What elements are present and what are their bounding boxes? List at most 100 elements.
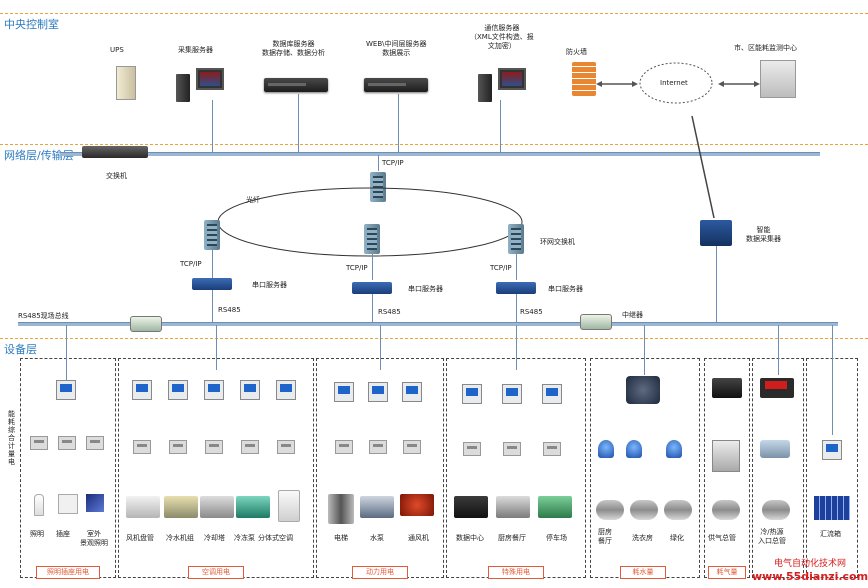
data-center-icon — [454, 496, 488, 518]
item-label: 冷冻泵 — [234, 534, 255, 542]
building-servers-icon — [760, 60, 796, 98]
power-meter-icon — [132, 380, 152, 400]
pipe-icon — [630, 500, 658, 520]
power-meter-icon — [502, 384, 522, 404]
rack-server-icon — [264, 78, 328, 92]
item-label: 洗衣房 — [632, 534, 653, 542]
internet-cloud-icon — [639, 62, 713, 104]
cooling-tower-icon — [200, 496, 234, 518]
link-line — [832, 325, 833, 435]
breaker-icon — [335, 440, 353, 454]
power-meter-icon — [822, 440, 842, 460]
item-label: 冷却塔 — [204, 534, 225, 542]
rack-server-icon — [364, 78, 428, 92]
rs485-bus — [18, 322, 838, 326]
monitor-icon — [498, 68, 526, 90]
monitor-icon — [196, 68, 224, 90]
tcpip-label-2: TCP/IP — [346, 264, 368, 272]
firewall-icon — [572, 62, 596, 96]
ring-switch-icon — [508, 224, 524, 254]
power-meter-icon — [542, 384, 562, 404]
serial-server-icon — [352, 282, 392, 294]
pipe-icon — [712, 500, 740, 520]
gas-controller-icon — [712, 378, 742, 398]
watermark-cn: 电气自动化技术网 — [774, 559, 847, 569]
serial-label-3: 串口服务器 — [548, 285, 583, 293]
bus-drop — [298, 94, 299, 152]
power-meter-icon — [204, 380, 224, 400]
link-line — [716, 246, 717, 322]
parking-icon — [538, 496, 572, 518]
layer-central-label: 中央控制室 — [4, 18, 59, 31]
water-pump-icon — [360, 496, 394, 518]
item-label: 汇流箱 — [820, 530, 841, 538]
breaker-icon — [86, 436, 104, 450]
floodlight-icon — [86, 494, 104, 512]
item-label: 厨房餐厅 — [498, 534, 526, 542]
category-tag-hvac: 空调用电 — [188, 566, 244, 579]
layer-device-label: 设备层 — [4, 343, 37, 356]
link-line — [212, 290, 213, 324]
breaker-icon — [241, 440, 259, 454]
item-label: 电梯 — [334, 534, 348, 542]
link-line — [66, 325, 67, 380]
breaker-icon — [503, 442, 521, 456]
bus-drop — [500, 100, 501, 152]
link-arrows — [596, 81, 760, 87]
link-line — [644, 325, 645, 375]
fiber-label: 光纤 — [246, 196, 260, 204]
ups-label: UPS — [110, 46, 124, 54]
ring-switch-label: 环网交换机 — [540, 238, 575, 246]
item-label: 数据中心 — [456, 534, 484, 542]
category-tag-water: 耗水量 — [620, 566, 666, 579]
bus-drop — [378, 155, 379, 171]
item-label: 冷水机组 — [166, 534, 194, 542]
power-meter-icon — [240, 380, 260, 400]
heat-display-icon — [765, 381, 787, 389]
serial-server-icon — [192, 278, 232, 290]
pipe-icon — [762, 500, 790, 520]
breaker-icon — [205, 440, 223, 454]
bus-drop — [398, 94, 399, 152]
serial-label-2: 串口服务器 — [408, 285, 443, 293]
serial-label-1: 串口服务器 — [252, 281, 287, 289]
fan-coil-icon — [126, 496, 160, 518]
link-line — [372, 294, 373, 324]
city-center-label: 市、区能耗监测中心 — [734, 44, 797, 52]
ventilation-fan-icon — [400, 494, 434, 516]
repeater-icon — [130, 316, 162, 332]
power-meter-icon — [168, 380, 188, 400]
firewall-label: 防火墙 — [566, 48, 587, 56]
water-meter-icon — [666, 440, 682, 458]
ring-switch-icon — [204, 220, 220, 250]
category-tag-gas: 耗气量 — [708, 566, 746, 579]
ethernet-bus — [60, 152, 820, 156]
tcpip-top-label: TCP/IP — [382, 159, 404, 167]
item-label: 通风机 — [408, 534, 429, 542]
pipe-icon — [596, 500, 624, 520]
category-tag-special: 特殊用电 — [488, 566, 544, 579]
collector-internet-arrow — [691, 115, 715, 219]
gas-meter-icon — [712, 440, 740, 472]
link-line — [372, 254, 373, 280]
heat-meter-icon — [760, 440, 790, 458]
pipe-icon — [664, 500, 692, 520]
item-label: 停车场 — [546, 534, 567, 542]
smart-collector-icon — [700, 220, 732, 246]
ring-switch-top-icon — [370, 172, 386, 202]
item-label: 绿化 — [670, 534, 684, 542]
rs485-label-1: RS485 — [218, 306, 241, 314]
divider-network — [0, 144, 868, 145]
item-label: 插座 — [56, 530, 70, 538]
rs485-label-2: RS485 — [378, 308, 401, 316]
link-line — [516, 254, 517, 280]
solar-panel-icon — [814, 496, 850, 520]
collection-server-label: 采集服务器 — [178, 46, 213, 54]
link-line — [778, 325, 779, 375]
layer-network-label: 网络层/传输层 — [4, 149, 74, 162]
breaker-icon — [58, 436, 76, 450]
breaker-icon — [30, 436, 48, 450]
breaker-icon — [543, 442, 561, 456]
category-tag-power: 动力用电 — [352, 566, 408, 579]
bulb-icon — [34, 494, 44, 516]
